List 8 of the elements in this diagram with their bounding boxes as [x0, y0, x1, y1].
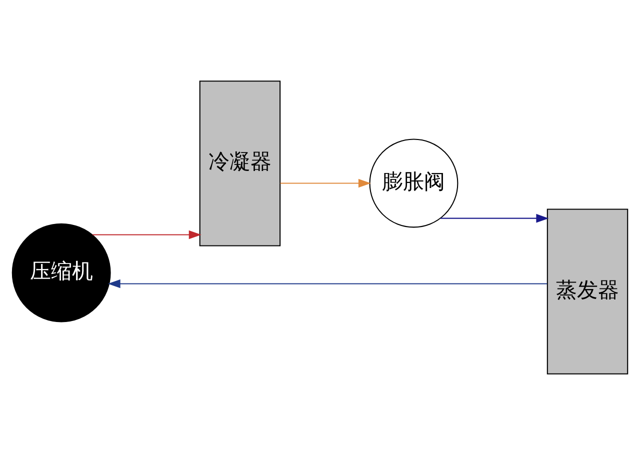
- node-circle: 膨胀阀: [369, 138, 458, 228]
- arrow: [108, 279, 548, 288]
- arrow: [280, 178, 371, 188]
- node-box: 冷凝器: [199, 80, 281, 246]
- node-box: 蒸发器: [546, 208, 628, 374]
- arrow: [440, 214, 549, 223]
- node-circle: 压缩机: [12, 223, 111, 322]
- arrow: [92, 230, 202, 240]
